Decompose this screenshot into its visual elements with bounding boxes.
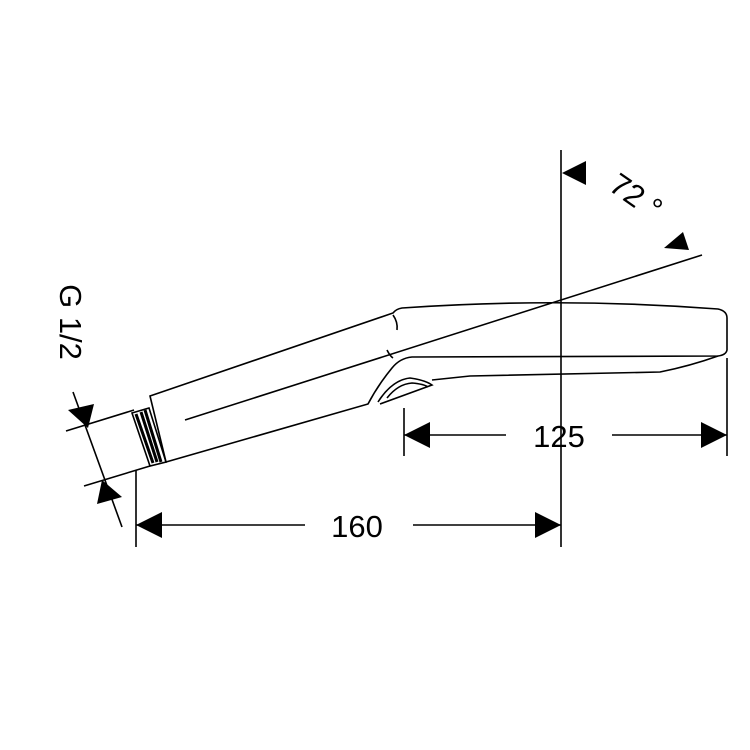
button-recess-inner [386, 382, 429, 399]
angle-label: 72 ° [603, 166, 669, 227]
dim-125-label: 125 [533, 419, 585, 454]
arrow-thread-bottom [97, 480, 122, 504]
thread-ext-bottom [83, 465, 151, 487]
arrow-160-right [535, 512, 561, 538]
shower-handle-outline [149, 301, 728, 463]
arrow-125-right [701, 422, 727, 448]
arrow-160-left [136, 512, 162, 538]
arrow-angle-top [562, 161, 586, 185]
arrow-angle-bottom [664, 232, 689, 250]
arrow-thread-top [68, 404, 94, 428]
thread-ext-top [65, 409, 135, 432]
dim-160-label: 160 [331, 509, 383, 544]
thread-label: G 1/2 [53, 284, 88, 360]
thread-connector [130, 407, 168, 467]
head-spray-face [431, 355, 719, 381]
axis-line [184, 254, 703, 421]
arrow-125-left [404, 422, 430, 448]
button-recess [377, 377, 434, 405]
thread-lines [134, 409, 163, 464]
handle-seam [386, 314, 398, 359]
